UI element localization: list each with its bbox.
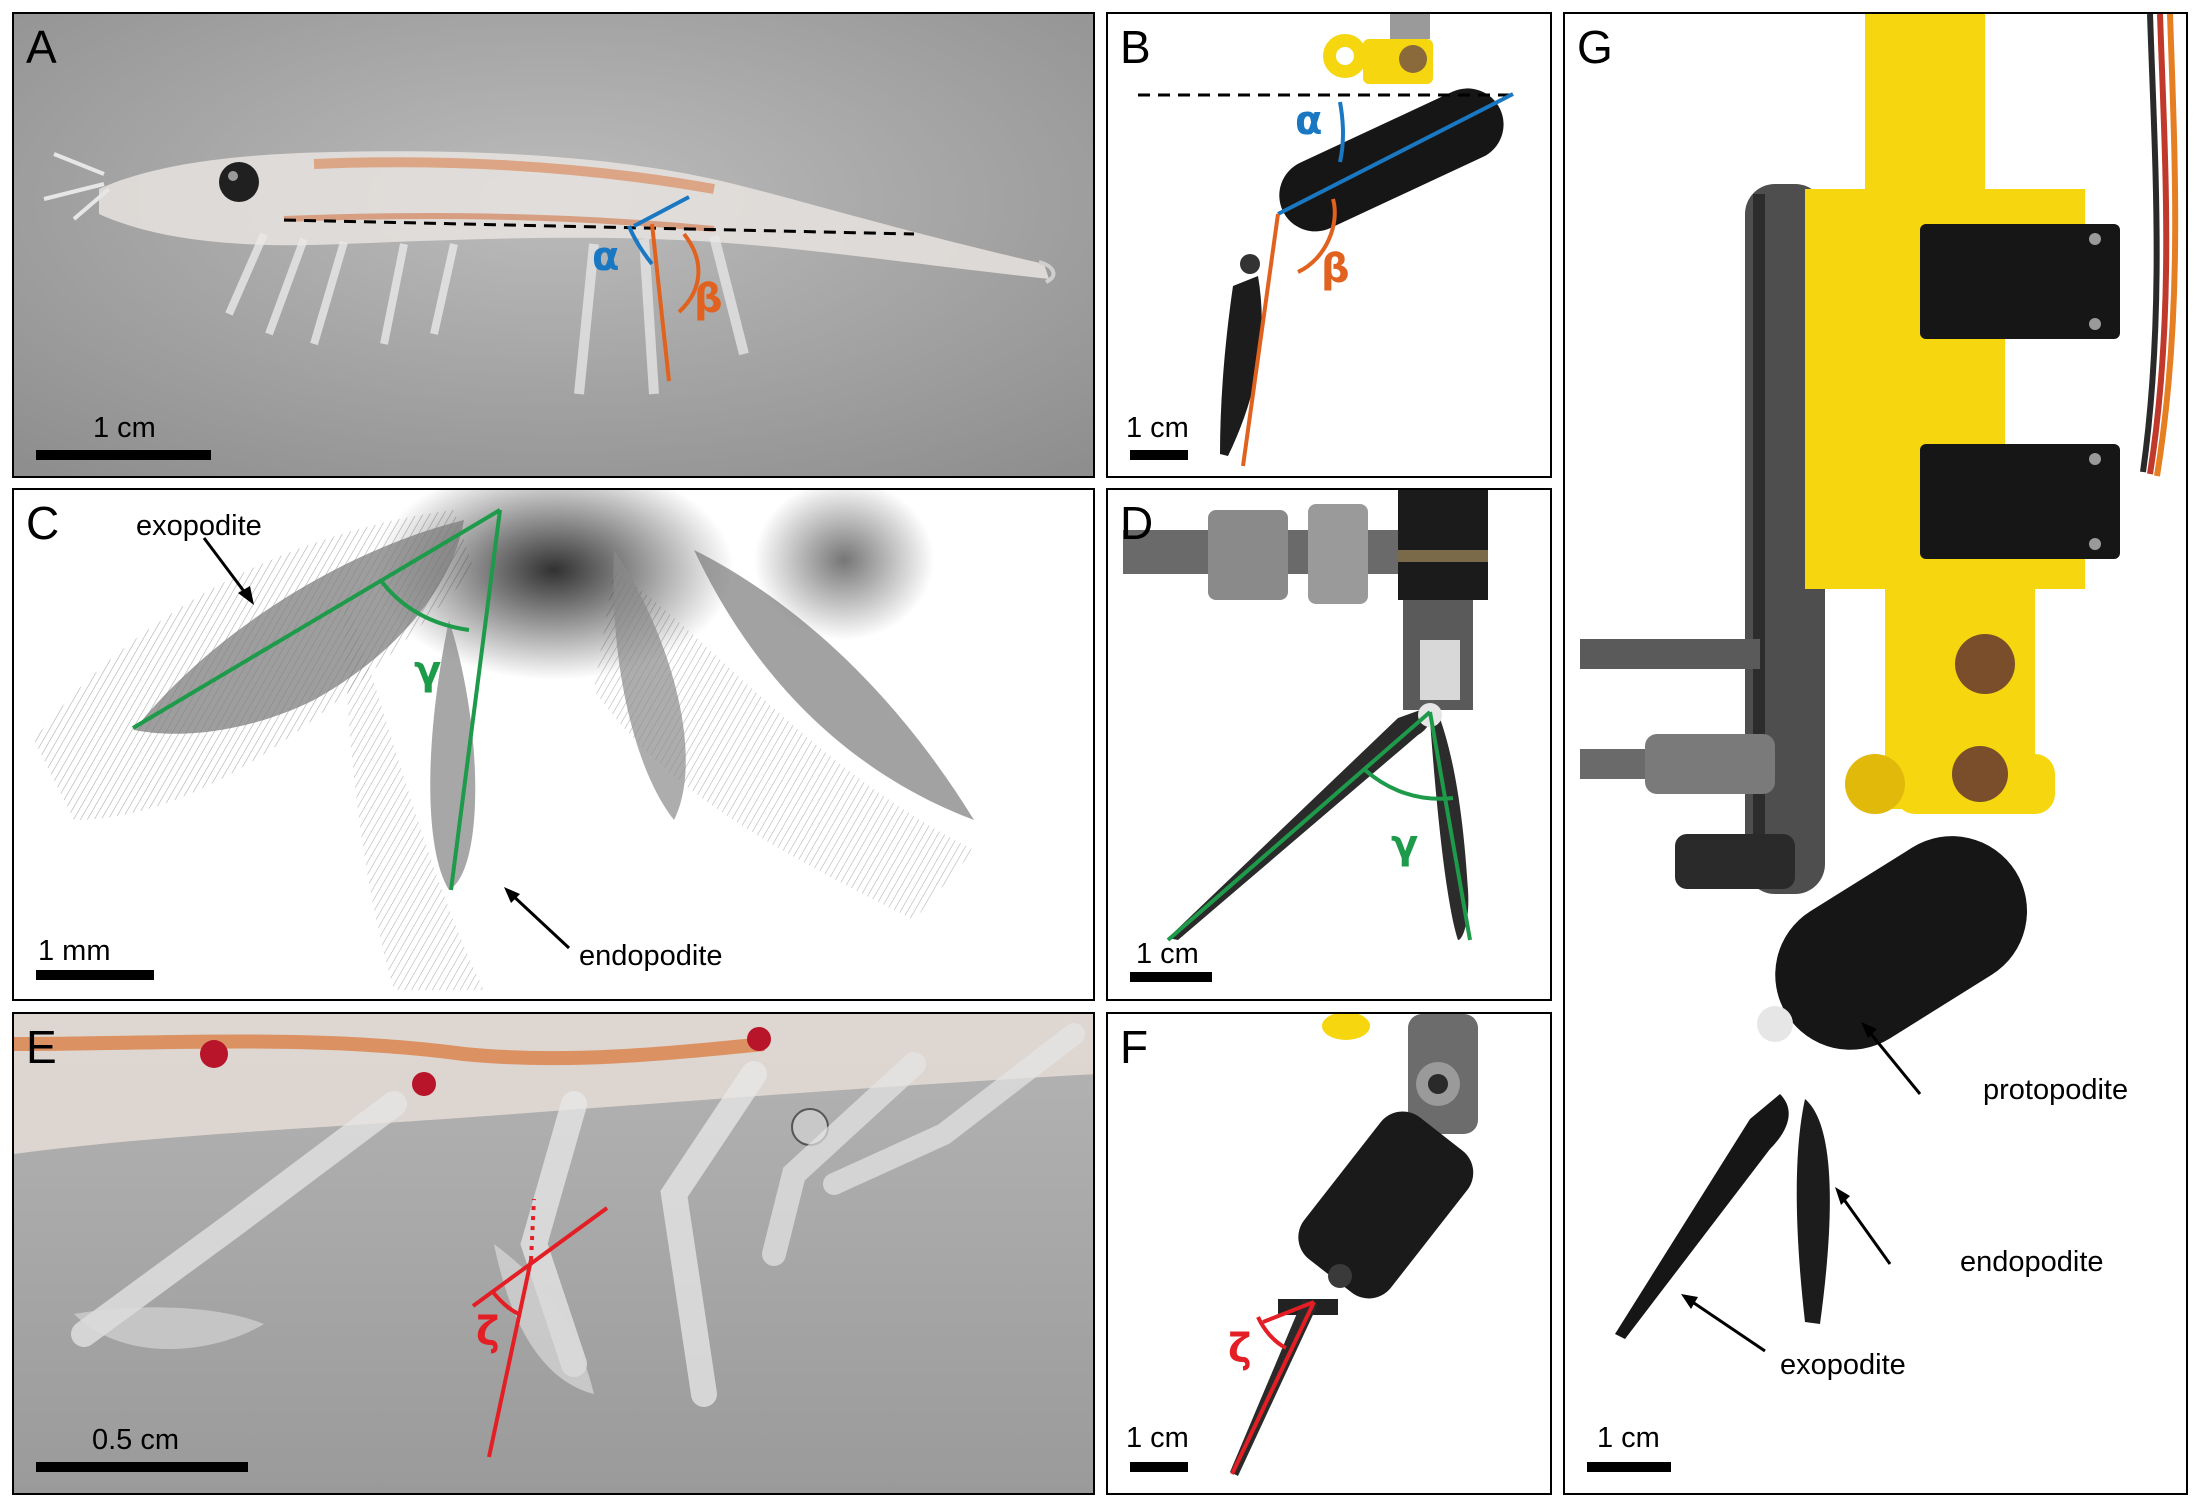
- panel-d-image: [1108, 490, 1550, 999]
- angle-alpha-label: α: [1295, 98, 1323, 144]
- panel-e: E ζ 0.5 cm: [12, 1012, 1095, 1495]
- panel-label-d: D: [1120, 497, 1154, 549]
- scale-bar-c: [36, 970, 154, 980]
- panel-label-e: E: [26, 1021, 57, 1073]
- scale-bar-b: [1130, 450, 1188, 460]
- panel-a: A α β 1 cm: [12, 12, 1095, 478]
- panel-g: G protopodite endopodite exopodite 1 cm: [1563, 12, 2188, 1495]
- body-axis-dashed: [283, 218, 915, 236]
- panel-label-c: C: [26, 497, 60, 549]
- scale-bar-f-text: 1 cm: [1126, 1422, 1189, 1454]
- angle-gamma-label: γ: [414, 648, 442, 694]
- endopodite-label: endopodite: [579, 940, 723, 972]
- exopodite-label: exopodite: [1780, 1349, 1906, 1381]
- panel-c-image: [14, 490, 1093, 999]
- scale-bar-f: [1130, 1462, 1188, 1472]
- scale-bar-d: [1130, 972, 1212, 982]
- angle-alpha-label: α: [592, 234, 620, 280]
- scale-bar-g-text: 1 cm: [1597, 1422, 1660, 1454]
- panel-label-a: A: [26, 21, 57, 73]
- panel-b-image: [1108, 14, 1550, 476]
- protopodite-label: protopodite: [1983, 1074, 2129, 1106]
- scale-bar-e-text: 0.5 cm: [92, 1424, 180, 1456]
- angle-gamma-label: γ: [1391, 822, 1419, 868]
- endopodite-label: endopodite: [1960, 1246, 2104, 1278]
- angle-beta-label: β: [694, 276, 723, 322]
- panel-d: D γ 1 cm: [1106, 488, 1552, 1001]
- angle-beta-label: β: [1321, 246, 1350, 292]
- panel-a-image: [14, 14, 1093, 476]
- panel-f: F ζ 1 cm: [1106, 1012, 1552, 1495]
- angle-zeta-label: ζ: [1228, 1326, 1252, 1372]
- panel-c: C exopodite endopodite γ 1 mm: [12, 488, 1095, 1001]
- scale-bar-a: [36, 450, 211, 460]
- panel-label-g: G: [1577, 21, 1613, 73]
- angle-zeta-label: ζ: [476, 1309, 500, 1355]
- scale-bar-g: [1587, 1462, 1671, 1472]
- panel-g-image: [1565, 14, 2186, 1493]
- panel-f-image: [1108, 1014, 1550, 1493]
- krill-body: [43, 151, 1056, 395]
- panel-e-image: [14, 1014, 1093, 1493]
- exopodite-label: exopodite: [136, 510, 262, 542]
- panel-label-f: F: [1120, 1021, 1149, 1073]
- scale-bar-d-text: 1 cm: [1136, 938, 1199, 970]
- panel-b: B α β 1 cm: [1106, 12, 1552, 478]
- scale-bar-a-text: 1 cm: [93, 412, 156, 444]
- panel-label-b: B: [1120, 21, 1151, 73]
- scale-bar-b-text: 1 cm: [1126, 412, 1189, 444]
- scale-bar-e: [36, 1462, 248, 1472]
- scale-bar-c-text: 1 mm: [38, 935, 111, 967]
